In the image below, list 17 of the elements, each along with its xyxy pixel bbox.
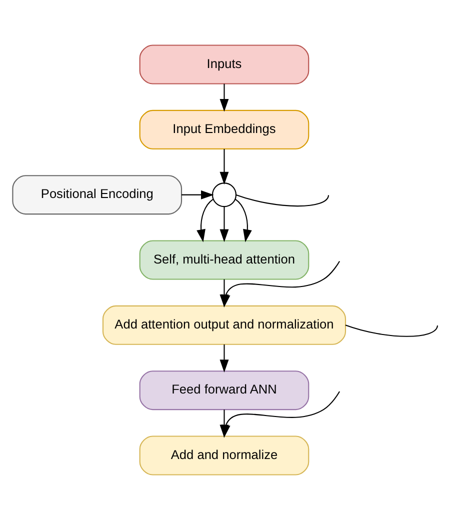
node-circle	[212, 182, 237, 208]
node-box: Inputs	[139, 44, 310, 84]
connector	[345, 324, 438, 337]
arrow	[220, 344, 229, 372]
arrow	[220, 148, 229, 185]
connector	[236, 194, 330, 207]
node-box: Add attention output and normalization	[102, 305, 346, 345]
node-box: Positional Encoding	[12, 175, 182, 215]
node-box: Input Embeddings	[139, 110, 310, 150]
arrow	[220, 84, 229, 112]
node-box: Add and normalize	[139, 436, 310, 476]
arrow	[196, 198, 214, 242]
arrow	[220, 206, 229, 242]
arrow	[182, 190, 214, 200]
arrow	[235, 198, 252, 242]
node-box: Feed forward ANN	[139, 370, 310, 410]
node-box: Self, multi-head attention	[139, 240, 310, 280]
